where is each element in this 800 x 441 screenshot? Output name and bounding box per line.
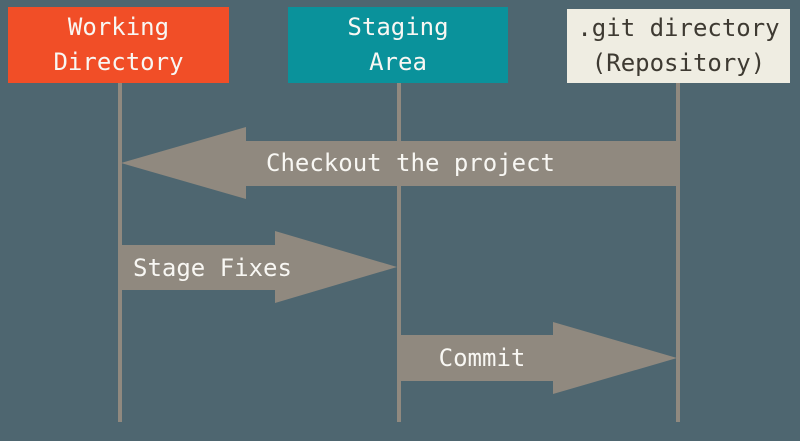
arrowhead-right-icon <box>275 231 397 303</box>
stage-fixes-arrow-body <box>118 245 275 290</box>
git-directory-label-line2: (Repository) <box>591 49 766 77</box>
git-directory-label-line1: .git directory <box>577 14 780 42</box>
working-directory-label-line1: Working <box>67 13 170 41</box>
stage-fixes-arrow: Stage Fixes <box>118 231 397 303</box>
commit-arrow-body <box>399 335 553 381</box>
checkout-arrow: Checkout the project <box>121 127 678 199</box>
arrowhead-left-icon <box>121 127 246 199</box>
staging-area-box: Staging Area <box>288 7 508 83</box>
staging-area-label-line1: Staging <box>347 13 449 41</box>
stage-fixes-arrow-label: Stage Fixes <box>133 253 292 282</box>
commit-arrow-label: Commit <box>438 344 526 372</box>
commit-arrow: Commit <box>399 322 677 394</box>
staging-area-label-line2: Area <box>369 48 427 76</box>
git-directory-box: .git directory (Repository) <box>567 9 790 83</box>
arrowhead-right-icon <box>553 322 677 394</box>
working-directory-label-line2: Directory <box>53 48 184 76</box>
checkout-arrow-label: Checkout the project <box>266 149 555 177</box>
working-directory-box: Working Directory <box>8 7 229 83</box>
git-directory-lifeline <box>676 83 680 422</box>
staging-area-lifeline <box>397 83 401 422</box>
checkout-arrow-body <box>246 141 678 186</box>
